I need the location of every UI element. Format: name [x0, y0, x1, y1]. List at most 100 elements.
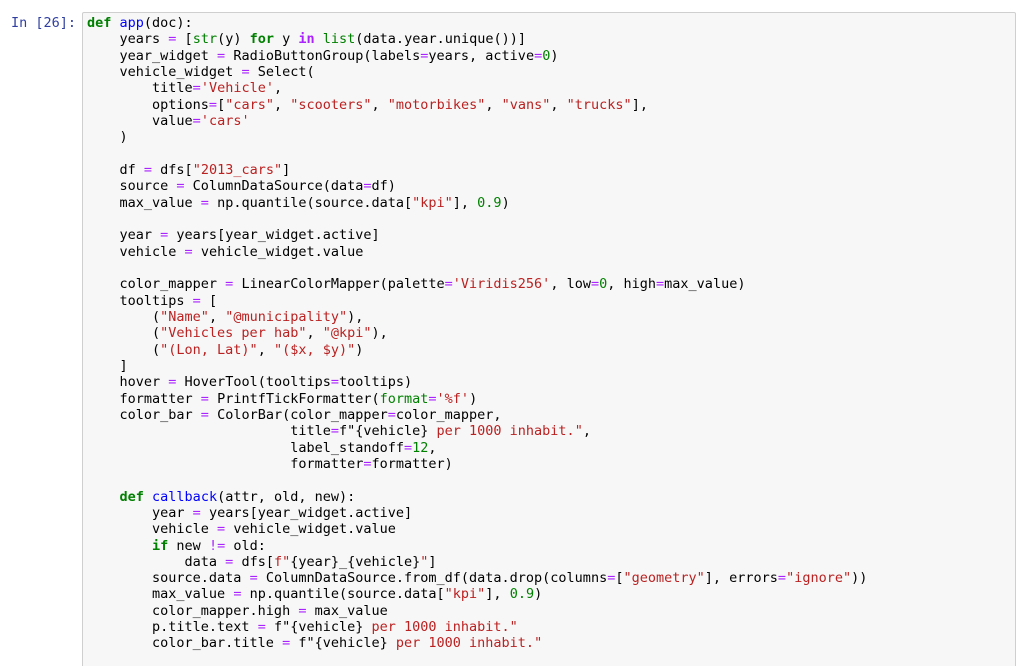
code-token: [ — [176, 31, 193, 48]
code-token: != — [208, 537, 226, 554]
code-token: str — [192, 31, 218, 48]
code-token: = — [298, 602, 307, 619]
code-token: HoverTool(tooltips — [176, 374, 331, 391]
code-token: LinearColorMapper(palette — [233, 276, 445, 293]
code-token: "($x, $y)" — [273, 341, 356, 358]
code-token: 'cars' — [200, 112, 250, 129]
code-token — [144, 489, 152, 505]
code-token: = — [168, 31, 177, 48]
code-token: = — [192, 80, 201, 97]
code-token: '%f' — [436, 390, 470, 407]
code-line — [87, 260, 867, 276]
code-token: , — [208, 308, 226, 325]
code-line: color_bar = ColorBar(color_mapper=color_… — [87, 407, 867, 423]
code-line: source = ColumnDataSource(data=df) — [87, 178, 867, 194]
code-token: (doc): — [143, 15, 193, 31]
code-token: df) — [371, 178, 396, 195]
code-token: np.quantile(source.data[ — [241, 586, 445, 603]
code-token: "motorbikes" — [387, 96, 486, 113]
code-token: options — [87, 96, 209, 113]
code-token: ( — [87, 325, 161, 342]
code-editor[interactable]: def app(doc): years = [str(y) for y in l… — [82, 12, 1016, 666]
code-token: = — [656, 276, 665, 293]
code-token: 0.9 — [509, 586, 535, 603]
code-token: = — [444, 276, 453, 293]
code-token: , — [428, 439, 437, 456]
code-token: , — [273, 80, 283, 97]
code-token: vehicle_widget.value — [225, 521, 396, 538]
code-token: "@municipality" — [225, 308, 348, 325]
code-token: ], — [485, 586, 510, 603]
code-token: per 1000 inhabit." — [363, 619, 518, 636]
code-token: 0 — [542, 47, 551, 64]
code-token: = — [233, 586, 242, 603]
code-token: max_value — [87, 586, 234, 603]
code-token: color_mapper — [87, 276, 226, 293]
code-line: color_bar.title = f"{vehicle} per 1000 i… — [87, 635, 867, 651]
code-token: def — [87, 15, 112, 31]
code-token: 0.9 — [477, 194, 502, 211]
code-token: "2013_cars" — [192, 161, 283, 178]
code-token: = — [387, 406, 396, 423]
code-token: callback — [152, 488, 218, 505]
code-token: tooltips) — [339, 374, 413, 391]
code-token: ColorBar(color_mapper — [208, 406, 388, 423]
code-token: in — [298, 31, 315, 48]
code-token: = — [428, 390, 437, 407]
code-token: def — [119, 488, 144, 505]
code-token: if — [152, 537, 169, 554]
code-line: data = dfs[f"{year}_{vehicle}"] — [87, 554, 867, 570]
code-token: year_widget — [87, 47, 218, 64]
input-prompt: In [26]: — [11, 15, 77, 31]
code-token: , — [485, 96, 502, 113]
code-token: = — [777, 570, 787, 587]
code-token: 'Viridis256' — [452, 276, 551, 293]
code-token: = — [403, 439, 413, 456]
code-token: = — [534, 47, 543, 64]
code-token: np.quantile(source.data[ — [208, 194, 413, 211]
code-token: format — [379, 390, 429, 407]
code-token: = — [143, 161, 153, 178]
code-token: ] — [282, 161, 291, 178]
code-token: ), — [347, 308, 364, 325]
code-line: ("Vehicles per hab", "@kpi"), — [87, 325, 867, 341]
code-line: ("(Lon, Lat)", "($x, $y)") — [87, 342, 867, 358]
code-line: formatter=formatter) — [87, 456, 867, 472]
code-token: vehicle — [87, 521, 218, 538]
code-content[interactable]: def app(doc): years = [str(y) for y in l… — [87, 15, 867, 652]
code-token: ( — [87, 308, 161, 325]
code-token: " — [420, 553, 429, 570]
code-token: , — [550, 96, 567, 113]
code-token: , low — [550, 276, 591, 293]
code-token — [87, 489, 120, 505]
code-token: f"{vehicle} — [338, 423, 429, 440]
code-line — [87, 211, 867, 227]
code-token: color_mapper.high — [87, 602, 299, 619]
code-token: p.title.text — [87, 619, 258, 636]
code-token: max_value — [306, 602, 388, 619]
code-line: options=["cars", "scooters", "motorbikes… — [87, 97, 867, 113]
code-token: "Vehicles per hab" — [160, 325, 307, 342]
code-token: df — [87, 161, 144, 178]
code-line: def app(doc): — [87, 15, 867, 31]
code-token: )) — [851, 570, 868, 587]
code-token: ColumnDataSource.from_df(data.drop(colum… — [257, 570, 608, 587]
code-token: data — [87, 553, 226, 570]
code-line: tooltips = [ — [87, 293, 867, 309]
code-token: [ — [615, 570, 624, 587]
code-token — [111, 15, 119, 31]
code-token: formatter) — [371, 455, 453, 472]
code-token: year — [87, 227, 161, 244]
code-line: ) — [87, 129, 867, 145]
code-token: vehicle — [87, 243, 185, 260]
code-token: 'Vehicle' — [200, 80, 274, 97]
code-line: df = dfs["2013_cars"] — [87, 162, 867, 178]
code-token: title — [87, 80, 193, 97]
code-token: (data.year.unique())] — [355, 31, 526, 48]
code-token: = — [607, 570, 616, 587]
code-token: "(Lon, Lat)" — [160, 341, 258, 358]
code-line: p.title.text = f"{vehicle} per 1000 inha… — [87, 619, 867, 635]
code-line: def callback(attr, old, new): — [87, 489, 867, 505]
code-token: vehicle_widget — [87, 63, 242, 80]
code-token: ( — [87, 341, 161, 358]
